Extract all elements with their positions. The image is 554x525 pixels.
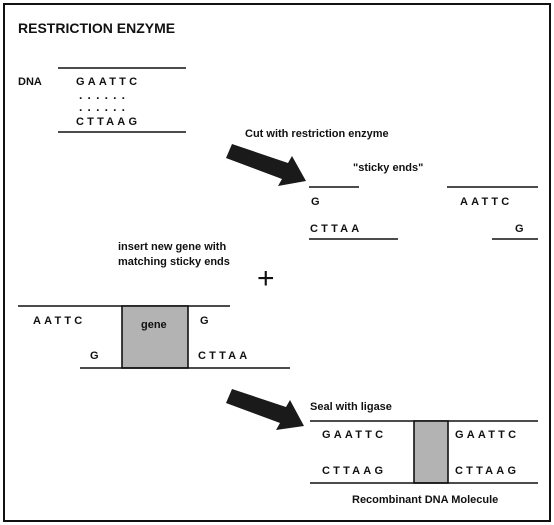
gene-box xyxy=(121,305,189,369)
recombinant-gene-box xyxy=(413,420,449,484)
ligase-caption: Seal with ligase xyxy=(310,401,392,413)
gene-right-bottom-strand: CTTAA xyxy=(198,350,250,362)
dna-label: DNA xyxy=(18,76,42,88)
cut-right-top-strand: AATTC xyxy=(460,196,512,208)
gene-right-top-strand: G xyxy=(200,315,212,327)
cut-left-bottom-strand: CTTAA xyxy=(310,223,362,235)
recombinant-left-bottom-strand: CTTAAG xyxy=(322,465,386,477)
recombinant-caption: Recombinant DNA Molecule xyxy=(352,494,498,506)
gene-left-bottom-strand: G xyxy=(90,350,102,362)
arrow-ligase-icon xyxy=(226,389,304,430)
gene-left-top-strand: AATTC xyxy=(33,315,85,327)
plus-icon: + xyxy=(257,262,275,295)
dna-dots-row-2: ...... xyxy=(79,100,130,114)
dna-top-strand: GAATTC xyxy=(76,76,140,88)
gene-label: gene xyxy=(141,319,167,331)
insert-caption-line-2: matching sticky ends xyxy=(118,256,230,268)
cut-caption: Cut with restriction enzyme xyxy=(245,128,389,140)
cut-left-top-strand: G xyxy=(311,196,323,208)
diagram-title: RESTRICTION ENZYME xyxy=(18,20,175,36)
diagram-frame xyxy=(3,3,551,522)
recombinant-right-bottom-strand: CTTAAG xyxy=(455,465,519,477)
sticky-ends-label: "sticky ends" xyxy=(353,162,423,174)
recombinant-right-top-strand: GAATTC xyxy=(455,429,519,441)
arrow-cut-icon xyxy=(226,144,306,186)
dna-bottom-strand: CTTAAG xyxy=(76,116,140,128)
cut-right-bottom-strand: G xyxy=(515,223,527,235)
recombinant-left-top-strand: GAATTC xyxy=(322,429,386,441)
insert-caption-line-1: insert new gene with xyxy=(118,241,226,253)
dna-dots-row-1: ...... xyxy=(79,88,130,102)
